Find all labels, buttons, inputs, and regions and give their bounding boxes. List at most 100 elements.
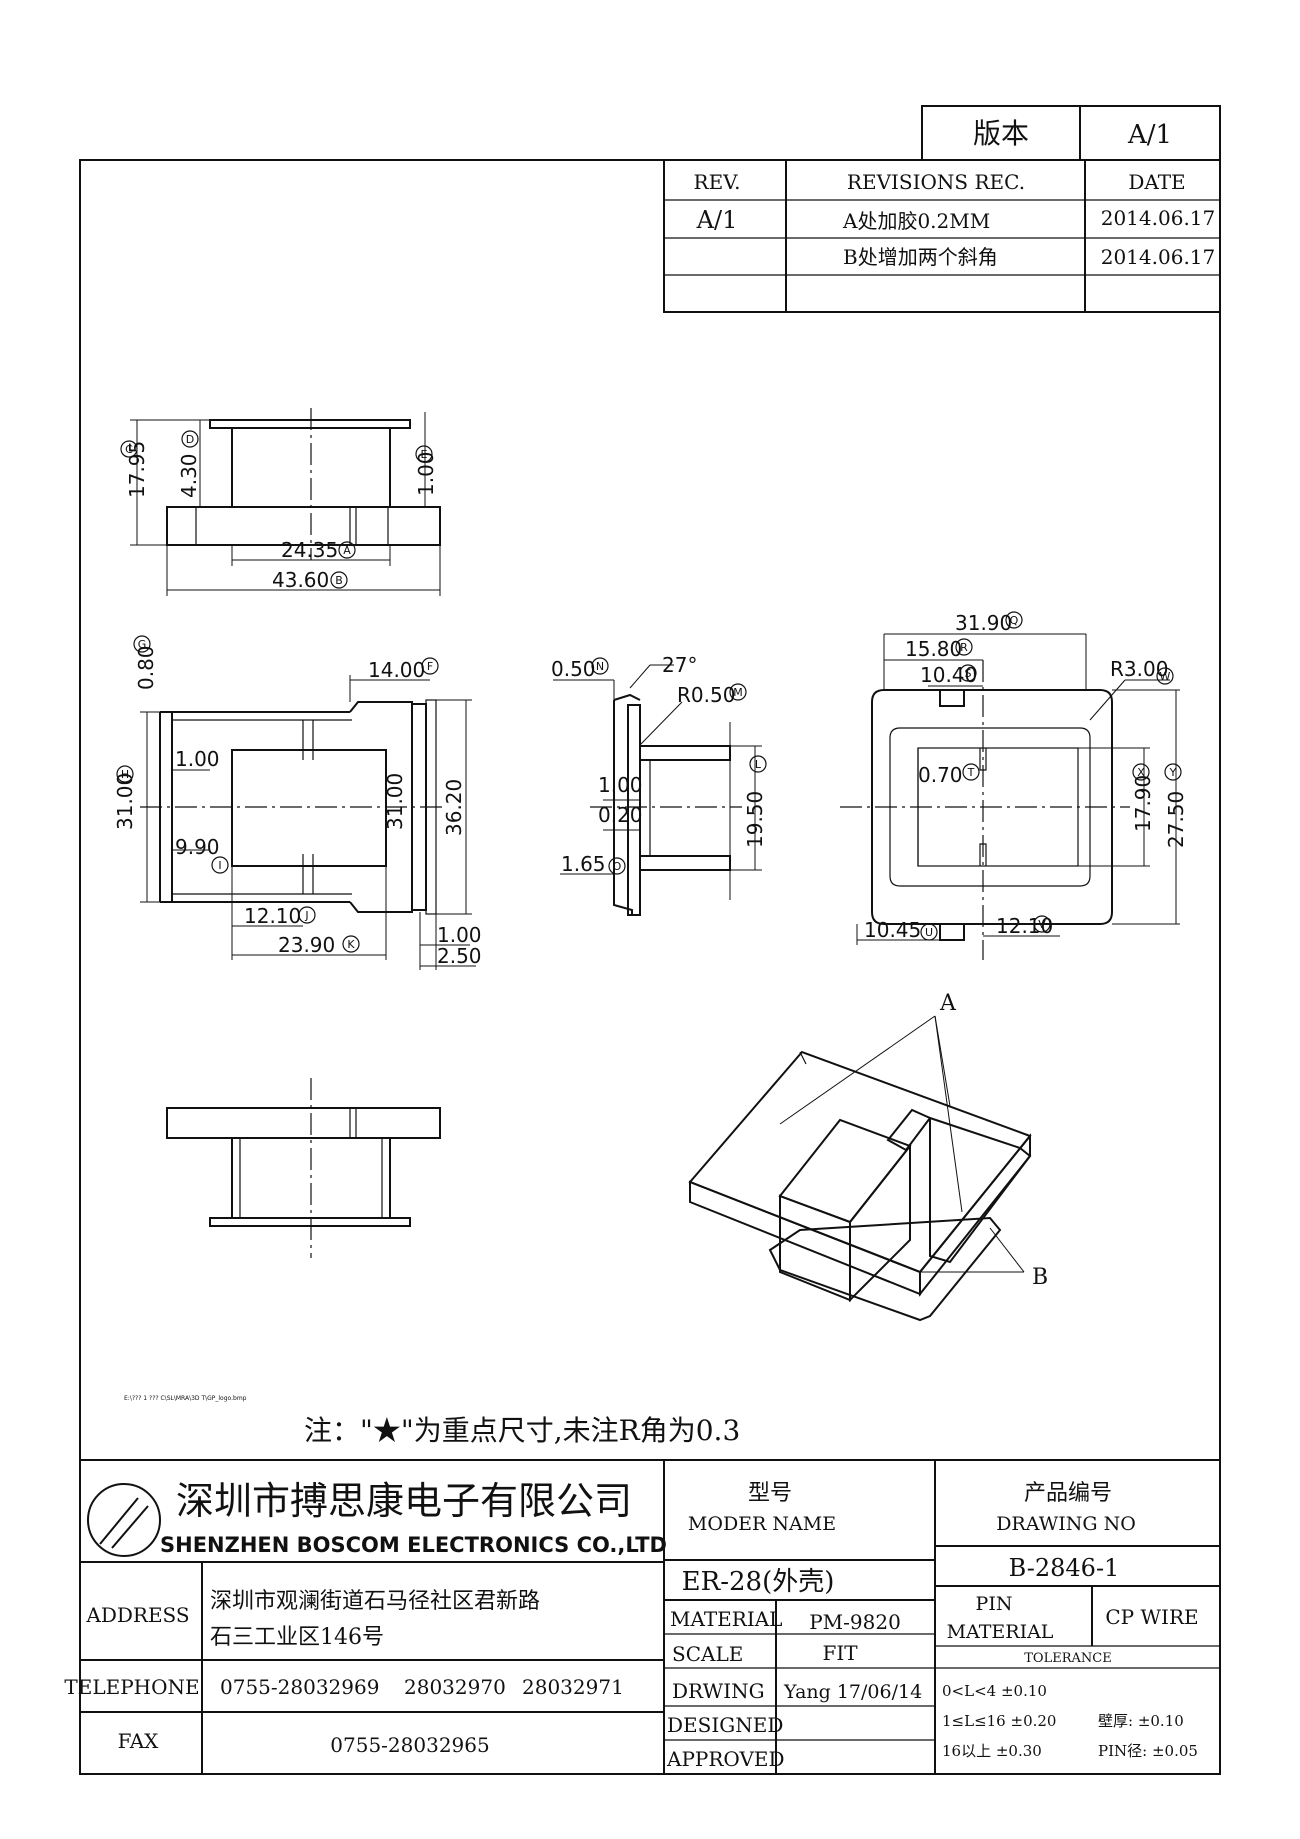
ref-marker-y: Y (1164, 763, 1182, 781)
company-logo (87, 1483, 161, 1557)
dim-side-l: 19.50 (743, 791, 767, 848)
pin-material-label2: MATERIAL (947, 1621, 1054, 1643)
svg-text:N: N (596, 660, 604, 673)
ref-marker-s: S (959, 664, 977, 682)
sheet-border (79, 159, 1221, 1775)
address-label: ADDRESS (85, 1603, 189, 1627)
ref-marker-g: G (133, 635, 151, 653)
front-view: 0.80 14.00 31.00 1.00 9.90 31.00 36.20 1… (113, 645, 482, 970)
dim-bottom-t: 0.70 (918, 763, 963, 787)
dim-side-o: 1.65 (561, 852, 606, 876)
date-cell: 2014.06.17 (1101, 245, 1216, 269)
revisions-table: REV. REVISIONS REC. DATE A/1 A处加胶0.2MM 2… (663, 159, 1221, 313)
dim-top-d: 4.30 (177, 453, 201, 498)
date-cell: 2014.06.17 (1101, 206, 1216, 230)
dim-front-inner: 31.00 (383, 773, 407, 830)
dim-side-v2: 0.20 (598, 803, 643, 827)
dim-bottom-y: 27.50 (1164, 791, 1188, 848)
tolerance-row: 1≤L≤16 ±0.20 (942, 1712, 1056, 1730)
pin-material-label1: PIN (976, 1593, 1013, 1615)
dim-side-v1: 1.00 (598, 773, 643, 797)
svg-text:A: A (343, 544, 351, 557)
dim-bottom-s: 10.40 (920, 663, 977, 687)
telephone-2: 28032970 (404, 1675, 506, 1699)
model-label-cn: 型号 (748, 1481, 792, 1506)
ref-marker-q: Q (1005, 611, 1023, 629)
callout-b: B (1032, 1265, 1048, 1290)
dim-bottom-q: 31.90 (955, 611, 1012, 635)
dim-bottom-r: 15.80 (905, 637, 962, 661)
model-label-en: MODER NAME (688, 1513, 836, 1535)
ref-marker-d: D (181, 430, 199, 448)
ref-marker-b: B (330, 571, 348, 589)
ref-marker-f: F (421, 657, 439, 675)
designed-label: DESIGNED (667, 1713, 783, 1737)
side-view: 0.50 27° R0.50 1.00 0.20 19.50 1.65 (551, 653, 767, 916)
rev-header: REV. (694, 170, 741, 194)
rev-cell: A/1 (696, 206, 738, 234)
drawing-value: Yang 17/06/14 (783, 1681, 922, 1703)
dim-side-angle: 27° (662, 653, 697, 677)
pin-material-value: CP WIRE (1105, 1605, 1198, 1629)
ref-marker-h: H (116, 765, 134, 783)
ref-marker-e: E (415, 445, 433, 463)
drawing-no-label-en: DRAWING NO (996, 1513, 1136, 1535)
svg-text:K: K (347, 938, 355, 951)
ref-marker-j: J (298, 906, 316, 924)
dim-front-h: 31.00 (113, 773, 137, 830)
tolerance-extra: PIN径: ±0.05 (1098, 1742, 1198, 1760)
svg-text:G: G (138, 638, 147, 651)
svg-text:W: W (1160, 670, 1171, 683)
version-box: 版本 A/1 (921, 105, 1221, 161)
telephone-label: TELEPHONE (64, 1675, 199, 1699)
dim-bottom-v: 12.10 (996, 914, 1053, 938)
dim-front-k: 23.90 (278, 933, 335, 957)
approved-label: APPROVED (666, 1747, 785, 1771)
title-block: 深圳市搏思康电子有限公司 SHENZHEN BOSCOM ELECTRONICS… (64, 1459, 1220, 1774)
company-name-en: SHENZHEN BOSCOM ELECTRONICS CO.,LTD (160, 1533, 667, 1557)
ref-marker-n: N (591, 657, 609, 675)
model-value: ER-28(外壳) (682, 1567, 835, 1597)
drawing-no-value: B-2846-1 (1009, 1554, 1120, 1582)
dim-side-n: 0.50 (551, 657, 596, 681)
svg-text:H: H (121, 768, 129, 781)
drawing-label: DRWING (672, 1679, 765, 1703)
svg-text:F: F (427, 660, 433, 673)
tolerance-row: 16以上 ±0.30 (942, 1742, 1042, 1760)
svg-text:U: U (925, 926, 933, 939)
address-line2: 石三工业区146号 (210, 1625, 384, 1650)
svg-text:O: O (613, 860, 622, 873)
ref-marker-v: V (1033, 915, 1051, 933)
dim-front-b1: 1.00 (437, 923, 482, 947)
rec-cell: A处加胶0.2MM (842, 209, 990, 233)
version-label: 版本 (973, 117, 1029, 150)
svg-text:E: E (421, 448, 428, 461)
ref-marker-r: R (955, 638, 973, 656)
note-text: 注："★"为重点尺寸,未注R角为0.3 (304, 1414, 740, 1447)
dim-front-c: 36.20 (442, 779, 466, 836)
ref-marker-u: U (920, 923, 938, 941)
svg-text:S: S (965, 667, 972, 680)
svg-text:B: B (335, 574, 343, 587)
version-value: A/1 (1127, 120, 1172, 150)
scale-value: FIT (822, 1641, 858, 1665)
svg-text:Q: Q (1010, 614, 1019, 627)
dim-top-a: 24.35 (281, 538, 338, 562)
ref-marker-l: L (749, 755, 767, 773)
dim-front-i: 9.90 (175, 835, 220, 859)
tolerance-title: TOLERANCE (1024, 1651, 1111, 1666)
svg-text:V: V (1038, 918, 1046, 931)
elevation-view (166, 1078, 441, 1258)
date-header: DATE (1128, 170, 1185, 194)
svg-text:D: D (186, 433, 194, 446)
callout-a: A (939, 991, 957, 1016)
bottom-view: 31.90 15.80 10.40 R3.00 0.70 17.90 27.50… (840, 611, 1188, 960)
ref-marker-t: T (962, 763, 980, 781)
isometric-view: A B (688, 991, 1048, 1322)
scale-label: SCALE (672, 1642, 743, 1666)
material-value: PM-9820 (809, 1610, 901, 1634)
svg-text:C: C (125, 443, 133, 456)
rec-header: REVISIONS REC. (847, 170, 1025, 194)
